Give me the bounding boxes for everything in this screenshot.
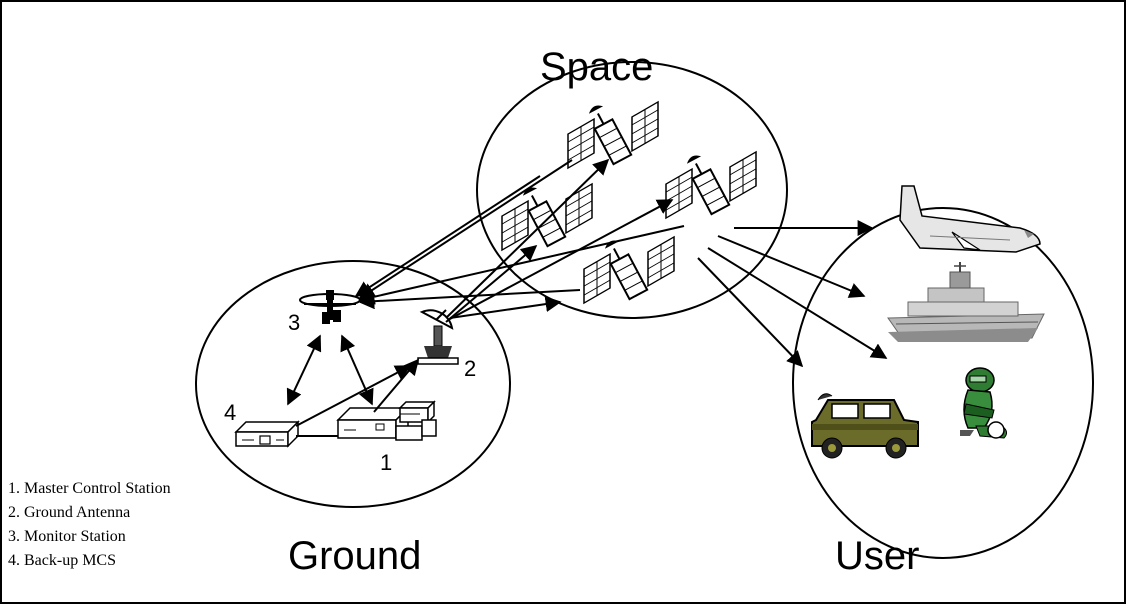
label-ground-antenna: 2 <box>464 356 476 381</box>
arrow-sat-monitor-2 <box>358 159 573 299</box>
arrow-sat-humvee <box>697 257 804 368</box>
label-backup-mcs: 4 <box>224 400 236 425</box>
arrow-backup-antenna <box>295 365 412 427</box>
satellite-icon <box>665 150 757 220</box>
arrow-antenna-sat-2 <box>447 199 674 321</box>
equipment-rack-icon <box>395 400 437 441</box>
legend-item: 3. Monitor Station <box>8 528 126 545</box>
arrow-monitor-backup <box>286 334 322 406</box>
label-monitor-station: 3 <box>288 310 300 335</box>
arrow-sat-monitor-4 <box>358 289 581 310</box>
legend-item: 2. Ground Antenna <box>8 504 130 521</box>
arrow-sat-monitor-1 <box>354 175 541 297</box>
legend-item: 1. Master Control Station <box>8 480 171 497</box>
soldier-icon <box>960 367 1008 439</box>
humvee-icon <box>811 393 919 459</box>
airplane-icon <box>899 185 1041 253</box>
space-region <box>476 61 788 319</box>
arrow-sat-monitor-3 <box>358 225 685 305</box>
arrow-monitor-mcs <box>340 334 374 406</box>
arrow-antenna-sat-4 <box>449 296 562 319</box>
arrow-antenna-sat-1 <box>445 158 610 319</box>
satellite-icon <box>567 100 659 170</box>
backup-mcs-icon <box>234 420 300 448</box>
arrow-sat-ship <box>717 235 866 298</box>
label-master-control: 1 <box>380 450 392 475</box>
space-title: Space <box>540 45 653 89</box>
legend-item: 4. Back-up MCS <box>8 552 116 569</box>
ship-icon <box>887 262 1045 342</box>
arrow-sat-soldier <box>707 247 888 359</box>
legend: 1. Master Control Station 2. Ground Ante… <box>8 480 171 569</box>
arrow-antenna-sat-3 <box>445 244 538 323</box>
ground-antenna-icon <box>417 309 459 365</box>
monitor-station-icon <box>299 290 361 324</box>
user-region <box>792 207 1094 559</box>
satellite-icon <box>501 182 593 252</box>
ground-title: Ground <box>288 534 421 578</box>
ground-region <box>195 260 511 508</box>
user-title: User <box>835 534 919 578</box>
